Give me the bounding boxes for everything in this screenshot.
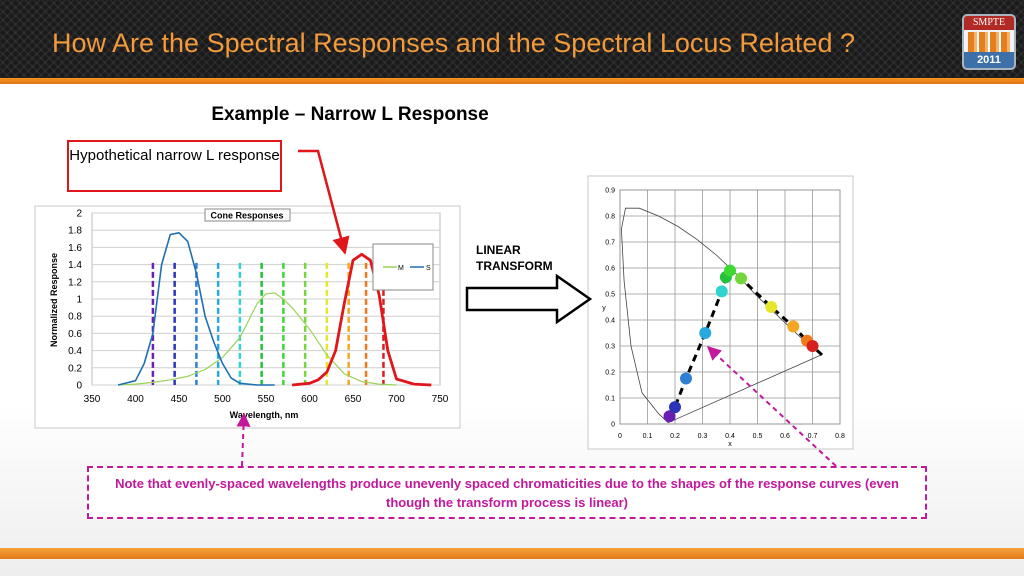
slide-title: How Are the Spectral Responses and the S… <box>52 28 855 58</box>
cone-y-tick-label: 0.8 <box>68 312 82 323</box>
cone-y-tick-label: 0.4 <box>68 346 82 357</box>
cone-x-tick-label: 700 <box>388 394 405 405</box>
cone-y-tick-label: 1.2 <box>68 277 82 288</box>
chroma-x-tick-label: 0.3 <box>698 433 708 440</box>
chromaticity-point <box>765 301 778 313</box>
linear-transform-arrow <box>465 273 593 325</box>
chroma-x-tick-label: 0.1 <box>643 433 653 440</box>
chromaticity-point <box>724 264 736 277</box>
chroma-x-tick-label: 0.4 <box>725 433 735 440</box>
chromaticity-point <box>699 327 712 339</box>
chroma-x-axis-label: x <box>728 441 732 448</box>
narrow-l-curve <box>291 252 432 387</box>
chromaticity-point <box>663 410 676 423</box>
cone-x-tick-label: 650 <box>345 394 362 405</box>
note-arrow-right <box>706 346 837 467</box>
chroma-y-tick-label: 0 <box>611 422 615 429</box>
cone-x-tick-label: 600 <box>301 394 318 405</box>
chroma-y-tick-label: 0.3 <box>605 344 615 351</box>
chroma-y-tick-label: 0.2 <box>605 370 615 377</box>
cone-x-tick-label: 750 <box>432 394 449 405</box>
slide-subtitle: Example – Narrow L Response <box>211 104 489 125</box>
cone-chart-ticks: 0 0.2 0.4 0.6 0.8 1 1.2 1.4 1.6 1.8 2 350 400 450 500 5… <box>68 209 449 406</box>
chroma-x-tick-label: 0.8 <box>835 433 845 440</box>
chromaticity-grid <box>619 189 841 425</box>
chroma-y-tick-label: 0.8 <box>605 214 615 221</box>
cone-x-axis-label: Wavelength, nm <box>230 410 299 420</box>
cone-y-tick-label: 0.6 <box>68 329 82 340</box>
cone-y-tick-label: 0 <box>76 381 82 392</box>
chromaticity-point <box>806 340 819 352</box>
title-underline <box>0 78 1024 84</box>
spectral-locus-curve <box>620 207 822 424</box>
cone-x-tick-label: 500 <box>214 394 231 405</box>
cone-x-tick-label: 350 <box>84 394 101 405</box>
chromaticity-point <box>715 285 728 298</box>
logo-pattern <box>968 32 1010 52</box>
narrow-l-callout: Hypothetical narrow L response <box>67 140 282 192</box>
chroma-y-tick-label: 0.6 <box>605 266 615 273</box>
cone-y-tick-label: 1.6 <box>68 243 82 254</box>
cone-y-tick-label: 1 <box>76 295 82 306</box>
legend-m-label: M <box>398 265 404 272</box>
callout-arrow <box>298 149 350 255</box>
chroma-y-tick-label: 0.5 <box>605 292 615 299</box>
note-box: Note that evenly-spaced wavelengths prod… <box>87 466 927 519</box>
chroma-x-tick-label: 0.7 <box>808 433 818 440</box>
chroma-y-tick-label: 0.1 <box>605 396 615 403</box>
cone-x-tick-label: 550 <box>258 394 275 405</box>
cone-legend: M S <box>372 243 434 291</box>
cone-title-box <box>204 208 291 222</box>
cone-y-axis-label: Normalized Response <box>49 253 59 347</box>
linear-transform-label: LINEAR TRANSFORM <box>476 243 553 273</box>
footer-bar <box>0 548 1024 559</box>
title-bar <box>0 0 1024 78</box>
chroma-x-tick-label: 0 <box>618 433 622 440</box>
cone-y-tick-label: 1.4 <box>68 260 82 271</box>
chroma-y-tick-label: 0.4 <box>605 318 615 325</box>
chromaticity-point <box>787 320 800 333</box>
chroma-x-tick-label: 0.6 <box>780 433 790 440</box>
cone-x-tick-label: 450 <box>171 394 188 405</box>
cone-x-tick-label: 400 <box>127 394 144 405</box>
spectral-locus <box>620 207 822 424</box>
cone-y-tick-label: 1.8 <box>68 226 82 237</box>
chromaticity-points <box>663 264 826 423</box>
cone-y-tick-label: 0.2 <box>68 363 82 374</box>
chromaticity-ticks: 0 0.1 0.2 0.3 0.4 0.5 0.6 0.7 0.8 0.9 0 0.1 0.2 0.3 0.… <box>605 188 845 441</box>
cone-chart-series <box>117 232 432 387</box>
smpte-logo: SMPTE 2011 <box>962 14 1016 70</box>
cone-y-tick-label: 2 <box>76 209 82 220</box>
chroma-y-axis-label: y <box>602 305 606 312</box>
cone-chart-title: Cone Responses <box>210 211 283 221</box>
chromaticity-point <box>680 372 692 385</box>
legend-s-label: S <box>426 265 431 272</box>
cone-chart-grid <box>91 212 441 386</box>
logo-year-text: 2011 <box>964 52 1014 68</box>
chroma-x-tick-label: 0.5 <box>753 433 763 440</box>
chroma-y-tick-label: 0.9 <box>605 188 615 195</box>
logo-top-text: SMPTE <box>964 16 1014 30</box>
s-cone-curve <box>117 232 275 386</box>
chroma-x-tick-label: 0.2 <box>670 433 680 440</box>
m-cone-curve <box>118 292 397 386</box>
cone-wavelength-markers <box>151 262 385 385</box>
chroma-y-tick-label: 0.7 <box>605 240 615 247</box>
chromaticity-point <box>669 401 681 414</box>
chromaticity-point <box>735 272 747 285</box>
